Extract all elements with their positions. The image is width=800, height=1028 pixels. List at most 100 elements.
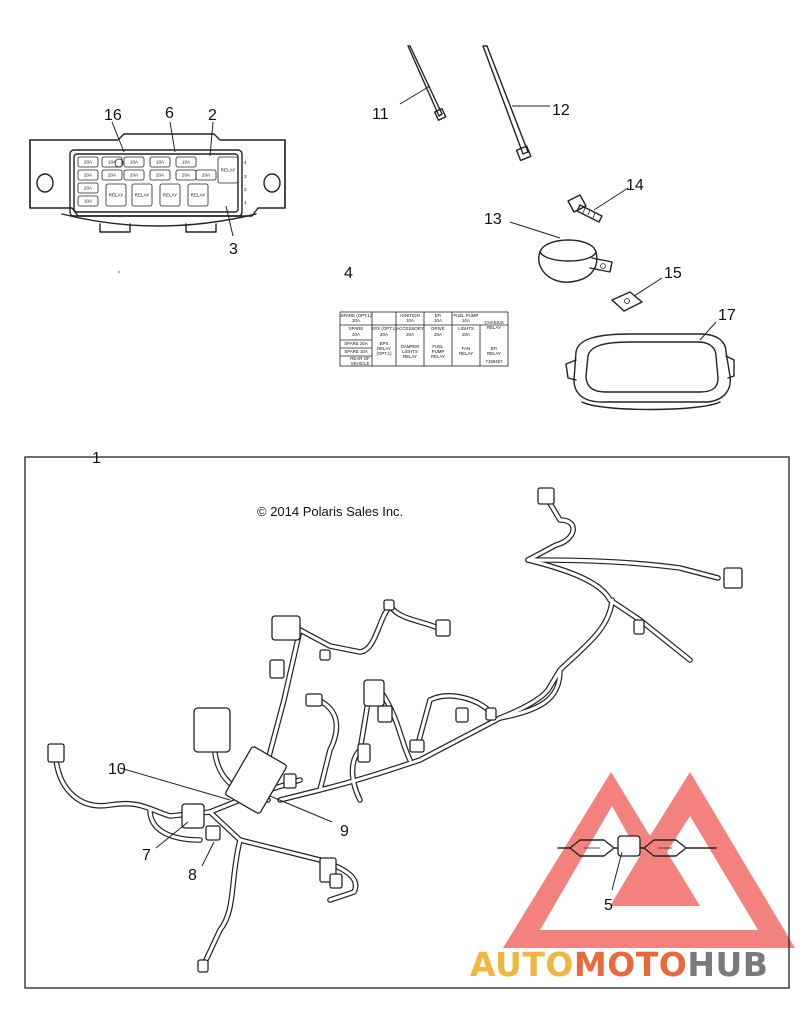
fuse-slot-label: 10A <box>156 160 165 165</box>
fuse-slot <box>77 195 99 207</box>
wordmark-part-auto: AUTO <box>470 945 574 984</box>
fuse-slot <box>159 183 181 207</box>
fuse-slot-label: RELAY <box>163 193 178 198</box>
decal-cell-text: RELAY <box>459 351 473 356</box>
fuse-slot-label: 20A <box>130 173 139 178</box>
decal-cell-text: 10A <box>462 318 470 323</box>
callout-9: 9 <box>340 823 349 840</box>
decal-cell-text: 10A <box>434 318 442 323</box>
fuse-slot-label: 20A <box>84 173 93 178</box>
fuse-slot-label: RELAY <box>135 193 150 198</box>
callout-3: 3 <box>229 241 238 258</box>
decal-cell-text: SPARE 20A <box>344 341 368 346</box>
connector <box>485 707 497 721</box>
connector <box>383 599 395 611</box>
callout-1: 1 <box>92 450 101 467</box>
callout-11: 11 <box>372 106 389 123</box>
callout-14: 14 <box>626 177 644 194</box>
callout-12: 12 <box>552 102 570 119</box>
connector <box>357 743 371 763</box>
callout-17: 17 <box>718 307 736 324</box>
fuse-slot-label: 20A <box>182 173 191 178</box>
decal-cell-text: EPS <box>380 341 389 346</box>
fuse-slot <box>123 169 145 181</box>
connector <box>47 743 65 763</box>
fuse-slot <box>187 183 209 207</box>
decal-cell-text: 20A <box>352 332 360 337</box>
connector <box>435 619 451 637</box>
decal-cell-text: EFI <box>491 346 498 351</box>
decal-cell-text: VEHICLE <box>351 361 370 366</box>
fuse-slot <box>77 169 99 181</box>
decal-cell-text: SPARE 10A <box>344 349 368 354</box>
fuse-slot <box>131 183 153 207</box>
callout-7: 7 <box>142 847 151 864</box>
decal-cell-text: RELAY <box>403 354 417 359</box>
fuse-side-mark: 4 <box>244 160 247 165</box>
connector <box>271 615 301 641</box>
fuse-slot <box>77 182 99 194</box>
fuse-slot <box>149 156 171 168</box>
decal-cell-text: FUEL <box>432 344 444 349</box>
fuse-box-cover <box>565 333 735 411</box>
fuse-slot-label: 20A <box>202 173 211 178</box>
copyright: © 2014 Polaris Sales Inc. <box>257 504 403 519</box>
harness-frame <box>24 456 790 989</box>
connector <box>329 873 343 889</box>
fuse-slot <box>175 156 197 168</box>
decal-cell-text: EPS (OPT.1) <box>371 326 397 331</box>
callout-13: 13 <box>484 211 502 228</box>
automotohub-watermark <box>503 772 795 948</box>
fuse-slot <box>77 156 99 168</box>
decal-cell-text: LIGHTS <box>458 326 474 331</box>
connector <box>377 705 393 723</box>
fuse-slot-label: RELAY <box>109 193 124 198</box>
decal-cell-text: FUEL PUMP <box>454 313 479 318</box>
decal-cell-text: RELAY <box>487 325 501 330</box>
fuse-side-mark: 1 <box>244 200 247 205</box>
fuse-slot-label: 10A <box>84 199 93 204</box>
callout-10: 10 <box>108 761 126 778</box>
diode-pigtail <box>557 835 717 857</box>
connector <box>283 773 297 789</box>
callout-5: 5 <box>604 897 613 914</box>
fuse-side-mark: 2 <box>244 187 247 192</box>
decal-cell-text: 7159457 <box>485 359 503 364</box>
wordmark-part-hub: HUB <box>687 945 768 984</box>
fuse-slot-label: 10A <box>108 160 117 165</box>
decal-cell-text: IGNITION <box>400 313 420 318</box>
fuse-side-mark: 3 <box>244 174 247 179</box>
clamp <box>538 239 613 283</box>
fuse-slot-label: 20A <box>84 160 93 165</box>
decal-cell-text: DAMPER <box>401 344 420 349</box>
decal-cell-text: PUMP <box>432 349 445 354</box>
fuse-slot <box>101 156 123 168</box>
callout-numbers: 1 2 3 4 5 6 7 8 9 10 11 12 13 14 15 16 1… <box>92 102 736 914</box>
decal-cell-text: REAR OF <box>350 356 370 361</box>
connector <box>723 567 743 589</box>
callout-2: 2 <box>208 107 217 124</box>
fuse-slot-label: RELAY <box>221 168 236 173</box>
decal-cell-text: EFI <box>435 313 442 318</box>
connector <box>205 825 221 841</box>
fuse-slot <box>195 169 217 181</box>
fuse-slot <box>105 183 127 207</box>
connector <box>269 659 285 679</box>
cable-tie-large <box>482 45 532 162</box>
connector <box>455 707 469 723</box>
callout-8: 8 <box>188 867 197 884</box>
connector <box>537 487 555 505</box>
callout-15: 15 <box>664 265 682 282</box>
callout-16: 16 <box>104 107 122 124</box>
decal-cell-text: RELAY <box>377 346 391 351</box>
decal-cell-text: DRIVE <box>431 326 444 331</box>
decal-cell-text: SPARE (OPT.1) <box>341 313 372 318</box>
callout-4: 4 <box>344 265 353 282</box>
fuse-slot-label: 20A <box>84 186 93 191</box>
bolt <box>567 194 603 223</box>
fuse-slot-label: RELAY <box>191 193 206 198</box>
decal-cell-text: SPARE <box>349 326 364 331</box>
decal-cell-text: 10A <box>406 318 414 323</box>
